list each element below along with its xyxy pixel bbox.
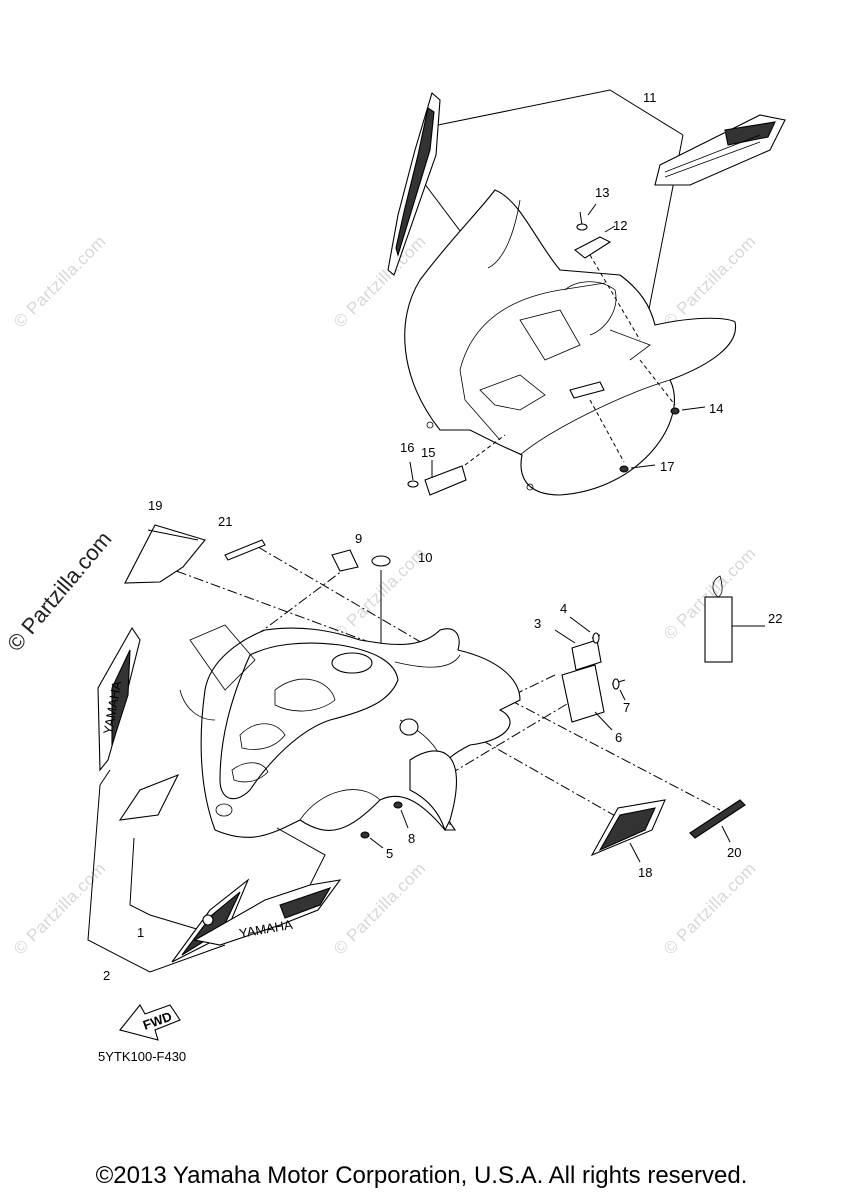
front-strip-21 [224, 539, 266, 561]
callout-2: 2 [103, 968, 110, 983]
rear-side-decal-left [387, 92, 441, 276]
decal-1-upper [118, 773, 180, 821]
fwd-arrow: FWD [119, 1004, 181, 1041]
callout-21: 21 [218, 514, 232, 529]
side-decal-18 [590, 799, 666, 857]
copyright-footer: ©2013 Yamaha Motor Corporation, U.S.A. A… [95, 1162, 748, 1189]
callout-9: 9 [355, 531, 362, 546]
plate-6 [561, 664, 605, 723]
callout-14: 14 [709, 401, 723, 416]
callout-16: 16 [400, 440, 414, 455]
callout-18: 18 [638, 865, 652, 880]
round-decal-10 [371, 555, 391, 567]
front-strip-9 [331, 549, 359, 572]
diagram-code: 5YTK100-F430 [98, 1049, 187, 1064]
callout-22: 22 [768, 611, 782, 626]
callout-3: 3 [534, 616, 541, 631]
rear-decal-12 [573, 236, 612, 259]
front-decal-19 [124, 524, 206, 584]
callout-12: 12 [613, 218, 627, 233]
callout-10: 10 [418, 550, 432, 565]
callout-1: 1 [137, 925, 144, 940]
rivet-4 [591, 632, 601, 644]
callout-19: 19 [148, 498, 162, 513]
callout-11: 11 [643, 90, 657, 105]
front-fender [179, 624, 521, 838]
callout-5: 5 [386, 846, 393, 861]
nut-17 [619, 465, 629, 473]
plate-3 [571, 639, 602, 671]
callout-20: 20 [727, 845, 741, 860]
callout-7: 7 [623, 700, 630, 715]
strip-20 [689, 799, 746, 839]
callout-4: 4 [560, 601, 567, 616]
nut-14 [670, 407, 680, 415]
nut-5 [360, 831, 370, 839]
rear-side-decal-right [654, 114, 786, 186]
rivet-16 [407, 461, 419, 488]
nut-8 [393, 801, 403, 809]
callout-17: 17 [660, 459, 674, 474]
rivet-13 [576, 211, 588, 231]
callout-15: 15 [421, 445, 435, 460]
yamaha-decal-2-left: YAMAHA [97, 626, 141, 772]
callout-6: 6 [615, 730, 622, 745]
rear-decal-15 [424, 465, 467, 496]
rear-fender [404, 189, 737, 496]
callout-8: 8 [408, 831, 415, 846]
tag-22 [704, 575, 733, 663]
callout-13: 13 [595, 185, 609, 200]
rivet-7 [611, 678, 626, 690]
yamaha-decal-2-bottom: YAMAHA [193, 879, 342, 946]
